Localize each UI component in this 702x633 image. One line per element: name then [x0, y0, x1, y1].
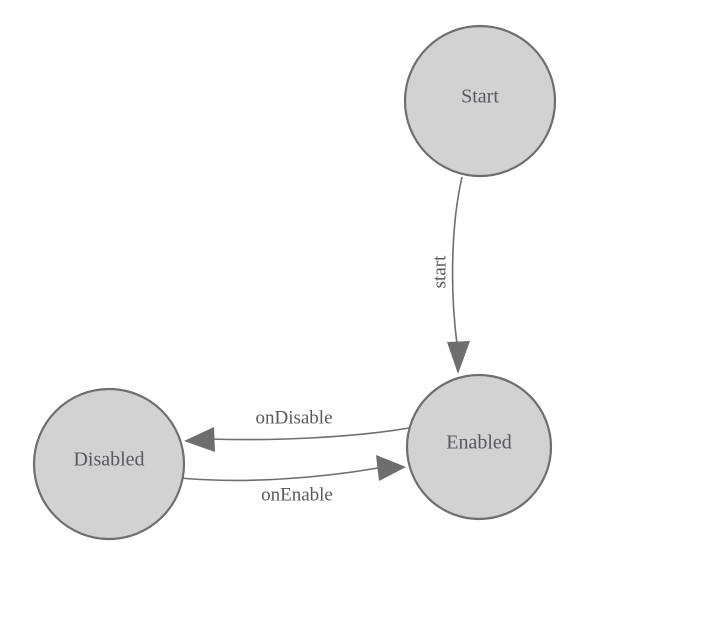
- state-node-start-label: Start: [461, 86, 499, 108]
- state-node-disabled-label: Disabled: [73, 449, 144, 471]
- transition-disabled-to-enabled-path: [179, 467, 379, 482]
- state-node-disabled[interactable]: Disabled: [32, 387, 186, 541]
- transition-disabled-to-enabled[interactable]: onEnable: [179, 455, 406, 505]
- transition-start-to-enabled[interactable]: start: [429, 176, 470, 374]
- state-node-start-circle: [403, 24, 557, 178]
- transition-start-to-enabled-arrowhead: [447, 341, 470, 374]
- state-node-disabled-circle: [32, 387, 186, 541]
- transition-start-to-enabled-label: start: [429, 255, 450, 288]
- transition-disabled-to-enabled-arrowhead: [376, 455, 406, 481]
- transition-start-to-enabled-path: [451, 176, 463, 345]
- state-node-enabled-label: Enabled: [446, 432, 512, 454]
- state-node-enabled[interactable]: Enabled: [405, 373, 553, 521]
- state-node-enabled-circle: [405, 373, 553, 521]
- transition-enabled-to-disabled-path: [210, 427, 410, 441]
- transition-enabled-to-disabled-arrowhead: [184, 427, 215, 452]
- transition-enabled-to-disabled-label: onDisable: [255, 407, 332, 428]
- state-node-start[interactable]: Start: [403, 24, 557, 178]
- transition-enabled-to-disabled[interactable]: onDisable: [184, 407, 410, 452]
- transition-disabled-to-enabled-label: onEnable: [261, 484, 333, 505]
